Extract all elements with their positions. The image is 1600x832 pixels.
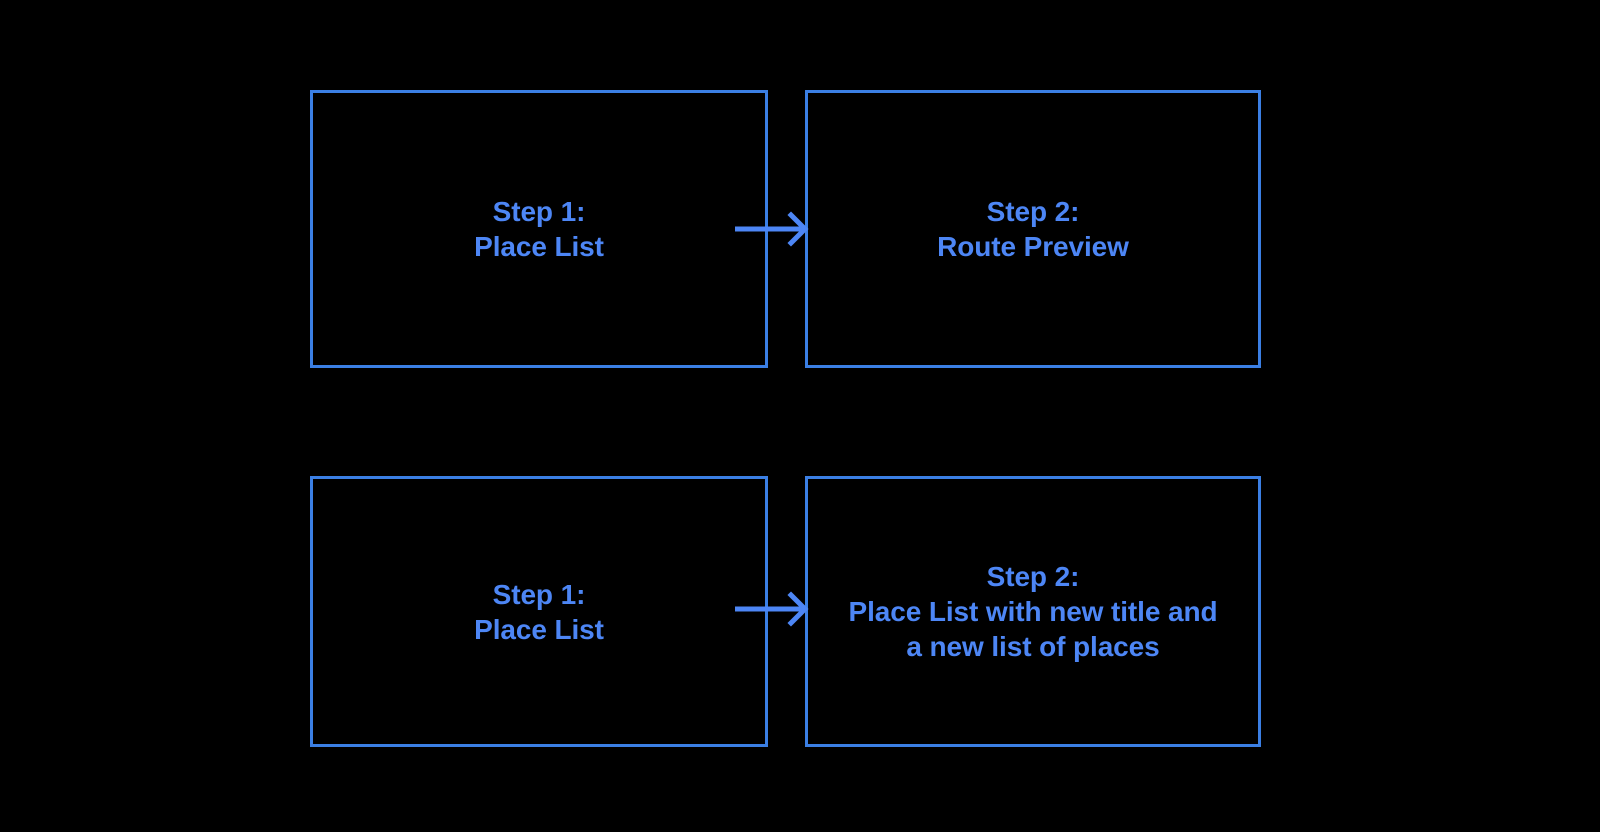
flow-box-step1-new-place-list[interactable]: Step 1: Place List <box>310 476 768 747</box>
flow-box-step2-new-place-list[interactable]: Step 2: Place List with new title and a … <box>805 476 1261 747</box>
arrow-right-icon <box>735 591 809 627</box>
flow-box-step2-route-preview[interactable]: Step 2: Route Preview <box>805 90 1261 368</box>
flow-box-label: Step 2: Route Preview <box>937 196 1129 262</box>
flow-box-step1-route-preview[interactable]: Step 1: Place List <box>310 90 768 368</box>
arrow-right-icon <box>735 211 809 247</box>
flow-box-label: Step 2: Place List with new title and a … <box>848 561 1218 662</box>
flow-box-label: Step 1: Place List <box>474 196 604 262</box>
flow-box-label: Step 1: Place List <box>474 578 604 645</box>
